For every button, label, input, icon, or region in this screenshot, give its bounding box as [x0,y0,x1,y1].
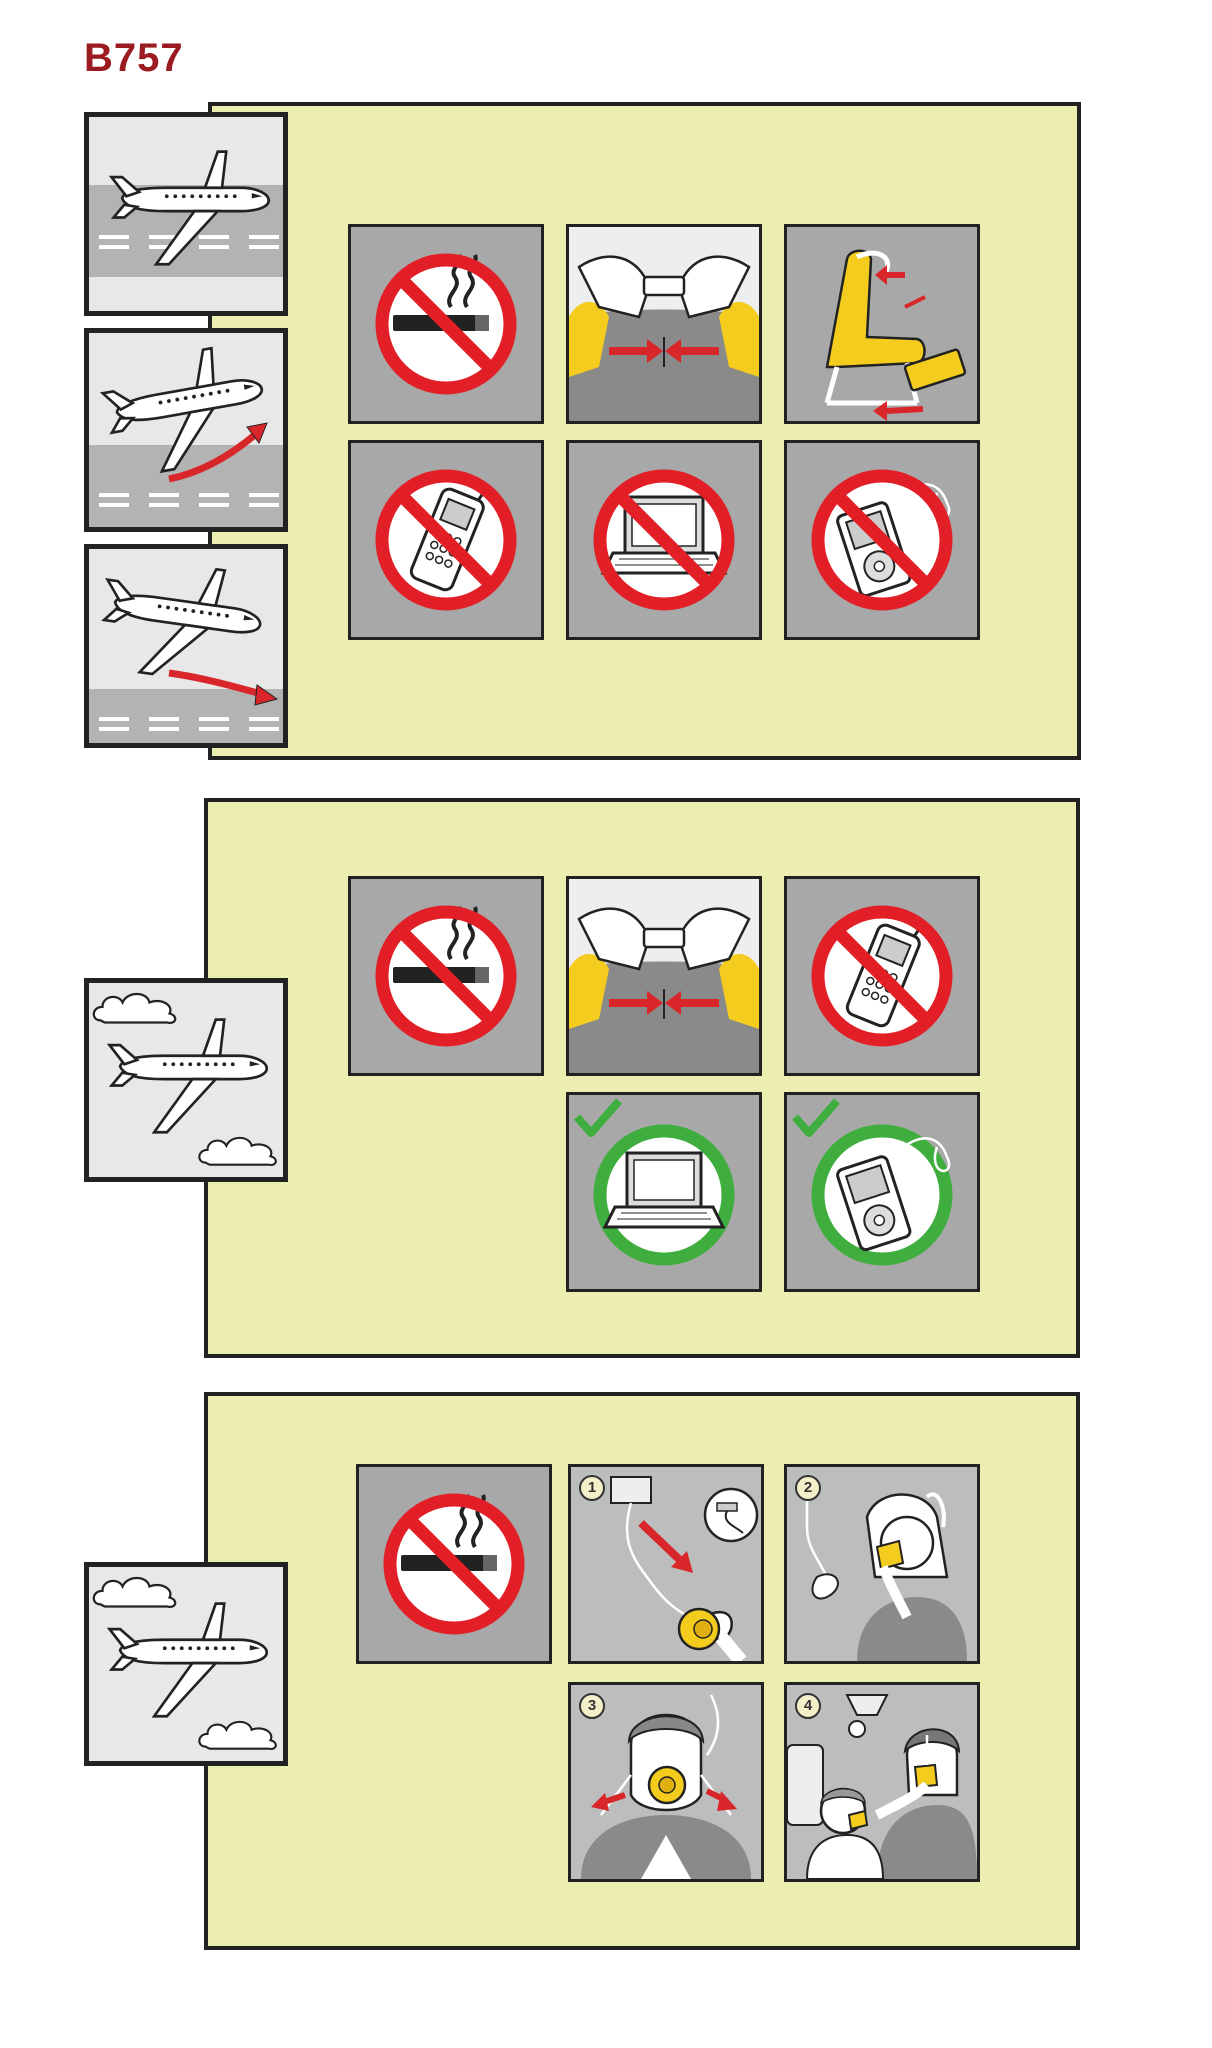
no-smoking-tile [356,1464,552,1664]
step-number-badge: 3 [579,1693,605,1719]
no-smoking-icon [375,253,517,395]
phase-takeoff-image [84,328,288,532]
taxi-takeoff-landing-panel [208,102,1081,760]
airplane-on-runway-icon [89,117,283,311]
fasten-seatbelt-tile [566,876,762,1076]
oxygen-mask-assist-child-icon [787,1685,977,1879]
no-music-player-tile [784,440,980,640]
no-laptop-icon [593,469,735,611]
no-mobile-phone-icon [375,469,517,611]
oxygen-mask-step-4-tile: 4 [784,1682,980,1882]
oxygen-mask-put-on-icon [787,1467,977,1661]
phase-landing-image [84,544,288,748]
no-mobile-phone-tile [348,440,544,640]
step-number-badge: 1 [579,1475,605,1501]
phase-decompression-image [84,1562,288,1766]
no-smoking-icon [383,1493,525,1635]
no-music-player-icon [811,469,953,611]
oxygen-mask-step-2-tile: 2 [784,1464,980,1664]
no-mobile-phone-tile [784,876,980,1076]
oxygen-mask-step-1-tile: 1 [568,1464,764,1664]
no-laptop-tile [566,440,762,640]
step-number-badge: 2 [795,1475,821,1501]
seat-upright-icon [824,249,967,421]
phase-taxi-image [84,112,288,316]
music-player-allowed-icon [791,1098,953,1266]
airplane-in-flight-icon [89,983,283,1177]
no-smoking-icon [375,905,517,1047]
no-smoking-tile [348,224,544,424]
oxygen-mask-step-3-tile: 3 [568,1682,764,1882]
step-number-badge: 4 [795,1693,821,1719]
seatbelt-icon [569,879,759,1073]
airplane-takeoff-icon [89,333,283,527]
seatbelt-icon [569,227,759,421]
laptop-allowed-tile [566,1092,762,1292]
aircraft-model-title: B757 [84,36,184,80]
oxygen-mask-tighten-straps-icon [571,1685,761,1879]
fasten-seatbelt-tile [566,224,762,424]
seat-upright-tile [784,224,980,424]
phase-cruise-image [84,978,288,1182]
no-mobile-phone-icon [811,905,953,1047]
music-player-allowed-tile [784,1092,980,1292]
airplane-in-flight-icon [89,1567,283,1761]
oxygen-mask-pull-icon [571,1467,761,1661]
airplane-landing-icon [89,549,283,743]
no-smoking-tile [348,876,544,1076]
laptop-allowed-icon [573,1098,735,1266]
